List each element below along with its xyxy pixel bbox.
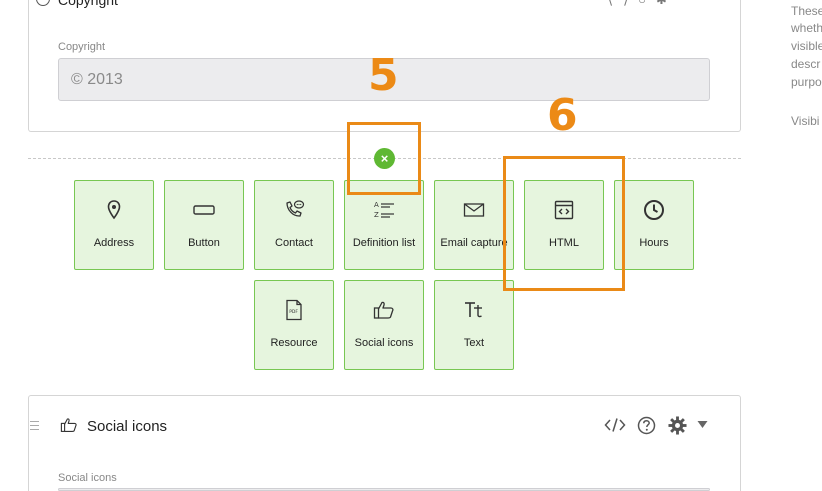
button-icon [165,199,243,221]
copyright-field-label: Copyright [58,41,106,53]
widget-tile-resource[interactable]: PDF Resource [254,280,334,370]
svg-text:Z: Z [374,211,379,219]
html-window-icon [525,199,603,221]
gear-icon[interactable] [668,416,687,435]
widget-tile-button[interactable]: Button [164,180,244,270]
callout-number-6: 6 [547,90,578,141]
copyright-input[interactable]: © 2013 [58,58,710,101]
widget-tile-email-capture[interactable]: Email capture [434,180,514,270]
text-tt-icon [435,299,513,321]
social-icons-field-label: Social icons [58,472,117,484]
svg-text:A: A [374,201,379,209]
code-icon[interactable]: ⟨⟩ [608,0,638,7]
widget-label: Resource [270,337,318,349]
widget-label: HTML [549,237,579,249]
widget-tile-hours[interactable]: Hours [614,180,694,270]
widget-tile-text[interactable]: Text [434,280,514,370]
drag-handle-icon[interactable] [30,421,39,433]
side-help-text-line: These [791,4,822,18]
widget-label: Social icons [354,337,414,349]
social-icons-panel-title: Social icons [87,418,168,435]
close-icon[interactable]: × [374,148,395,169]
gear-icon[interactable]: ✱ [656,0,677,7]
widget-tile-social-icons[interactable]: Social icons [344,280,424,370]
help-icon[interactable]: ○ [638,0,656,7]
widget-label: Text [463,337,485,349]
widget-label: Definition list [352,237,416,249]
widget-tile-html[interactable]: HTML [524,180,604,270]
callout-box-5 [347,122,421,195]
side-help-text-line: wheth [791,21,822,35]
widget-label: Email capture [440,237,508,249]
pdf-file-icon: PDF [255,299,333,321]
side-help-text-line: visible [791,39,822,53]
code-icon[interactable] [604,416,626,434]
thumbs-up-icon [60,417,78,438]
clock-icon [615,199,693,221]
social-icons-panel [28,395,741,491]
side-help-text-line: Visibi [791,114,820,128]
widget-tile-address[interactable]: Address [74,180,154,270]
widget-label: Button [188,237,220,249]
map-pin-icon [75,199,153,221]
envelope-icon [435,199,513,221]
widget-label: Address [93,237,135,249]
callout-number-5: 5 [368,50,399,101]
thumbs-up-icon [345,299,423,321]
help-icon[interactable] [637,416,656,435]
svg-text:PDF: PDF [289,309,298,315]
side-help-text-line: purpo [791,75,822,89]
widget-tile-contact[interactable]: Contact [254,180,334,270]
widget-label: Hours [639,237,669,249]
callout-box-6 [503,156,625,291]
phone-chat-icon [255,199,333,221]
copyright-panel-title: Copyright [58,0,118,8]
side-help-text-line: descr [791,57,821,71]
widget-label: Contact [275,237,313,249]
chevron-down-icon[interactable] [697,420,708,429]
copyright-panel-tools[interactable]: ⟨⟩○✱ [608,0,677,8]
